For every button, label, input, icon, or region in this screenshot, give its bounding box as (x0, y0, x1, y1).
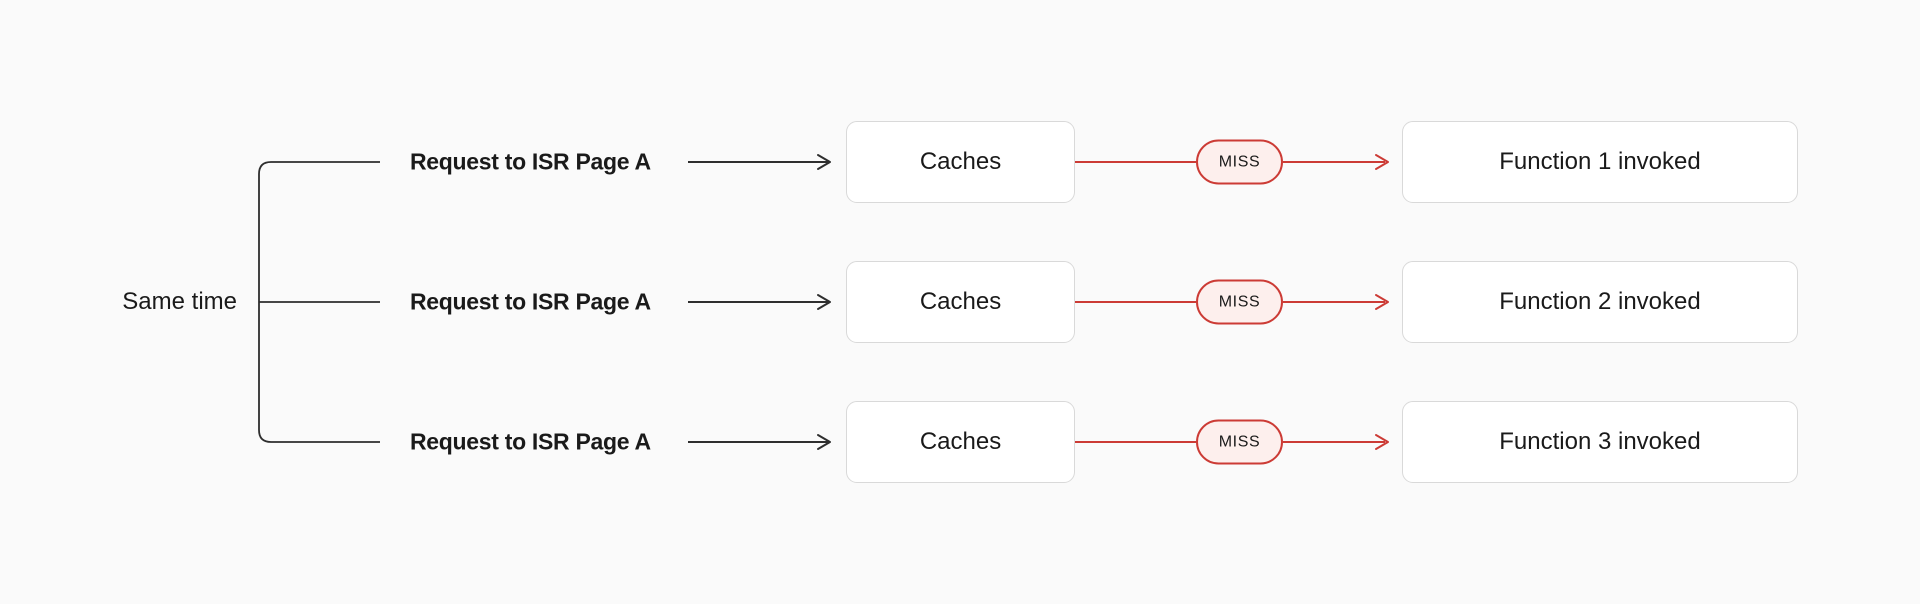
miss-badge: MISS (1196, 139, 1283, 185)
cache-node: Caches (846, 121, 1075, 203)
flow-row-1: Request to ISR Page A Caches MISS Functi… (0, 121, 1920, 203)
request-label: Request to ISR Page A (410, 148, 651, 175)
miss-badge: MISS (1196, 419, 1283, 465)
function-node: Function 1 invoked (1402, 121, 1798, 203)
same-time-bracket (258, 161, 380, 443)
same-time-label: Same time (122, 288, 237, 315)
red-arrowhead-icon (1375, 294, 1389, 310)
function-node: Function 3 invoked (1402, 401, 1798, 483)
flow-row-2: Request to ISR Page A Caches MISS Functi… (0, 261, 1920, 343)
request-label: Request to ISR Page A (410, 428, 651, 455)
miss-badge: MISS (1196, 279, 1283, 325)
row-2-connectors (688, 294, 1389, 310)
function-node: Function 2 invoked (1402, 261, 1798, 343)
row-1-connectors (688, 154, 1389, 170)
red-arrowhead-icon (1375, 434, 1389, 450)
red-arrowhead-icon (1375, 154, 1389, 170)
arrowhead-icon (817, 154, 831, 170)
cache-node: Caches (846, 261, 1075, 343)
arrowhead-icon (817, 434, 831, 450)
flow-row-3: Request to ISR Page A Caches MISS Functi… (0, 401, 1920, 483)
row-3-connectors (688, 434, 1389, 450)
cache-node: Caches (846, 401, 1075, 483)
arrowhead-icon (817, 294, 831, 310)
request-label: Request to ISR Page A (410, 288, 651, 315)
